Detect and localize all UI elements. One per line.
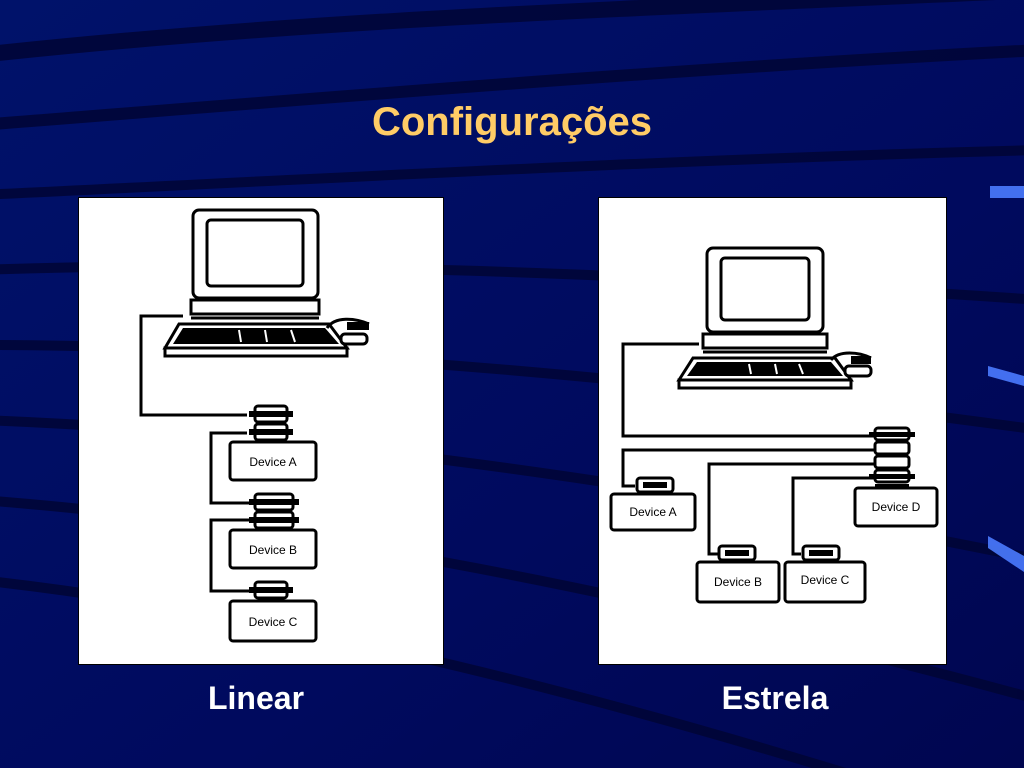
connector-icon	[249, 404, 293, 442]
mouse-icon	[325, 317, 370, 346]
mouse-icon	[829, 351, 873, 378]
connector-icon	[249, 580, 293, 600]
connector-icon	[249, 492, 299, 530]
star-diagram-panel: Device A Device B Device C Device D	[598, 197, 947, 665]
device-b-label: Device B	[249, 543, 297, 557]
linear-diagram: Device A Device B Device C	[139, 208, 370, 643]
device-b-label: Device B	[714, 575, 762, 589]
keyboard-icon	[676, 356, 854, 390]
connector-icon	[869, 426, 915, 488]
star-diagram: Device A Device B Device C Device D	[609, 246, 939, 604]
linear-caption: Linear	[207, 680, 305, 716]
slide-title: Configurações	[371, 100, 653, 144]
device-c-label: Device C	[249, 615, 298, 629]
linear-diagram-panel: Device A Device B Device C	[78, 197, 444, 665]
device-a-label: Device A	[249, 455, 296, 469]
computer-icon	[701, 246, 829, 354]
star-caption: Estrela	[721, 680, 829, 716]
keyboard-icon	[162, 322, 350, 358]
device-a-label: Device A	[629, 505, 676, 519]
connector-icon	[635, 476, 675, 494]
device-d-label: Device D	[872, 500, 921, 514]
connector-icon	[801, 544, 841, 562]
device-c-label: Device C	[801, 573, 850, 587]
computer-icon	[189, 208, 321, 320]
connector-icon	[717, 544, 757, 562]
